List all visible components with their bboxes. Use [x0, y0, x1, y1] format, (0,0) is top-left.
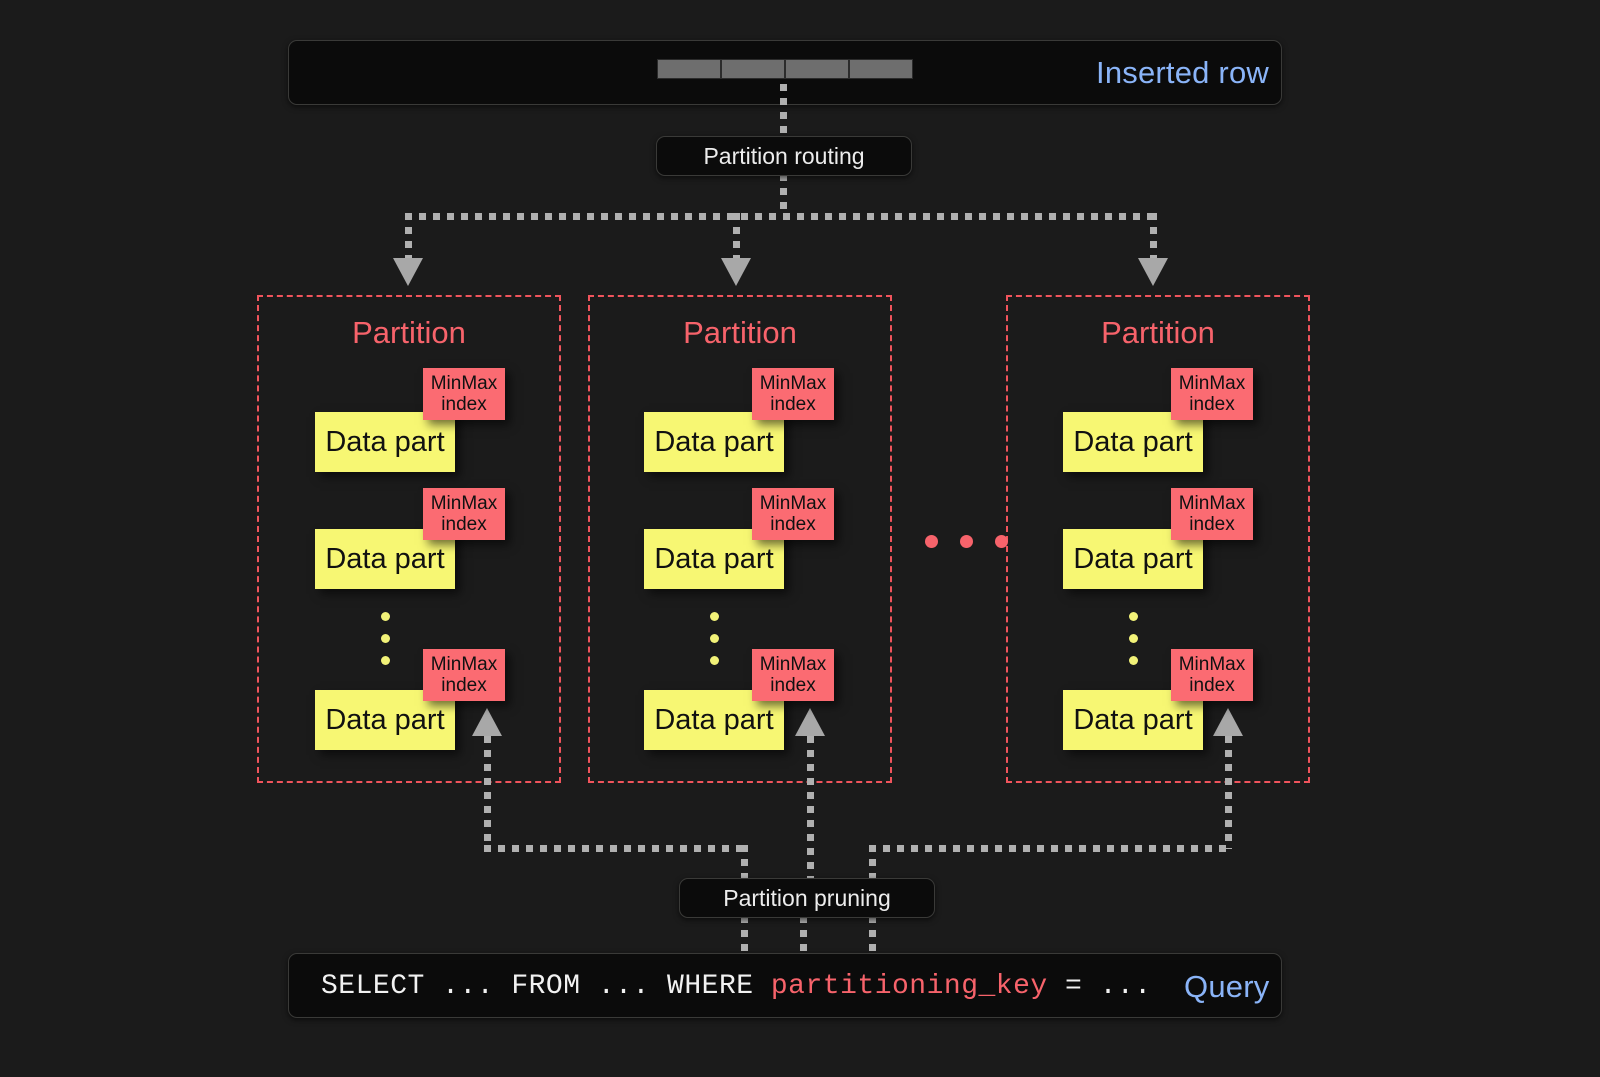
minmax-index-2-2: MinMax index [752, 488, 834, 540]
row-cell [849, 59, 913, 79]
row-cell [657, 59, 721, 79]
arrow-down-partition-3 [1138, 258, 1168, 286]
query-code-prefix: SELECT ... FROM ... WHERE [321, 971, 771, 1002]
data-part-ellipsis-1 [381, 612, 390, 678]
connector-right-into-pruning [869, 845, 876, 885]
partition-ellipsis [925, 535, 1030, 548]
minmax-index-text: MinMax index [1178, 492, 1246, 535]
minmax-index-text: MinMax index [430, 492, 498, 535]
query-code-suffix: = ... [1047, 971, 1152, 1002]
data-part-3-1[interactable]: Data part [1063, 412, 1203, 472]
data-part-1-2[interactable]: Data part [315, 529, 455, 589]
minmax-index-1-2: MinMax index [423, 488, 505, 540]
inserted-row-label: Inserted row [1096, 55, 1269, 90]
connector-partition-2-down [807, 736, 814, 885]
partition-title: Partition [352, 315, 466, 350]
arrow-down-partition-1 [393, 258, 423, 286]
partition-pruning-box[interactable]: Partition pruning [679, 878, 935, 918]
connector-pruning-to-query-3 [869, 916, 876, 956]
minmax-index-1-1: MinMax index [423, 368, 505, 420]
minmax-index-text: MinMax index [1178, 653, 1246, 696]
minmax-index-2-1: MinMax index [752, 368, 834, 420]
connector-bus-to-partition-2 [733, 213, 740, 263]
query-bar [288, 953, 1282, 1018]
row-cell [785, 59, 849, 79]
row-cell [721, 59, 785, 79]
connector-left-into-pruning [741, 845, 748, 885]
minmax-index-text: MinMax index [430, 653, 498, 696]
partition-title: Partition [683, 315, 797, 350]
minmax-index-text: MinMax index [430, 372, 498, 415]
minmax-index-text: MinMax index [759, 653, 827, 696]
partition-box-2[interactable]: Partition [588, 295, 892, 783]
arrow-up-partition-2 [795, 708, 825, 736]
minmax-index-2-3: MinMax index [752, 649, 834, 701]
minmax-index-text: MinMax index [1178, 372, 1246, 415]
arrow-up-partition-3 [1213, 708, 1243, 736]
connector-pruning-to-query-1 [741, 916, 748, 956]
connector-bus-to-partition-3 [1150, 213, 1157, 263]
minmax-index-text: MinMax index [759, 372, 827, 415]
query-code-text: SELECT ... FROM ... WHERE partitioning_k… [321, 971, 1152, 1002]
query-label: Query [1184, 969, 1270, 1004]
minmax-index-text: MinMax index [759, 492, 827, 535]
connector-bus-left [484, 845, 748, 852]
partition-title: Partition [1101, 315, 1215, 350]
data-part-ellipsis-2 [710, 612, 719, 678]
query-code-key: partitioning_key [770, 971, 1048, 1002]
data-part-1-1[interactable]: Data part [315, 412, 455, 472]
minmax-index-3-1: MinMax index [1171, 368, 1253, 420]
data-part-2-1[interactable]: Data part [644, 412, 784, 472]
fanout-bus [405, 213, 1157, 220]
inserted-row-cells [657, 59, 913, 79]
minmax-index-1-3: MinMax index [423, 649, 505, 701]
connector-pruning-to-query-2 [800, 916, 807, 956]
minmax-index-3-2: MinMax index [1171, 488, 1253, 540]
minmax-index-3-3: MinMax index [1171, 649, 1253, 701]
partition-box-1[interactable]: Partition [257, 295, 561, 783]
arrow-up-partition-1 [472, 708, 502, 736]
arrow-down-partition-2 [721, 258, 751, 286]
connector-partition-1-down [484, 736, 491, 849]
partition-routing-box[interactable]: Partition routing [656, 136, 912, 176]
connector-bus-to-partition-1 [405, 213, 412, 263]
connector-partition-3-down [1225, 736, 1232, 849]
data-part-ellipsis-3 [1129, 612, 1138, 678]
connector-bus-right [869, 845, 1232, 852]
connector-insert-to-routing [780, 84, 787, 136]
connector-routing-to-bus [780, 174, 787, 216]
